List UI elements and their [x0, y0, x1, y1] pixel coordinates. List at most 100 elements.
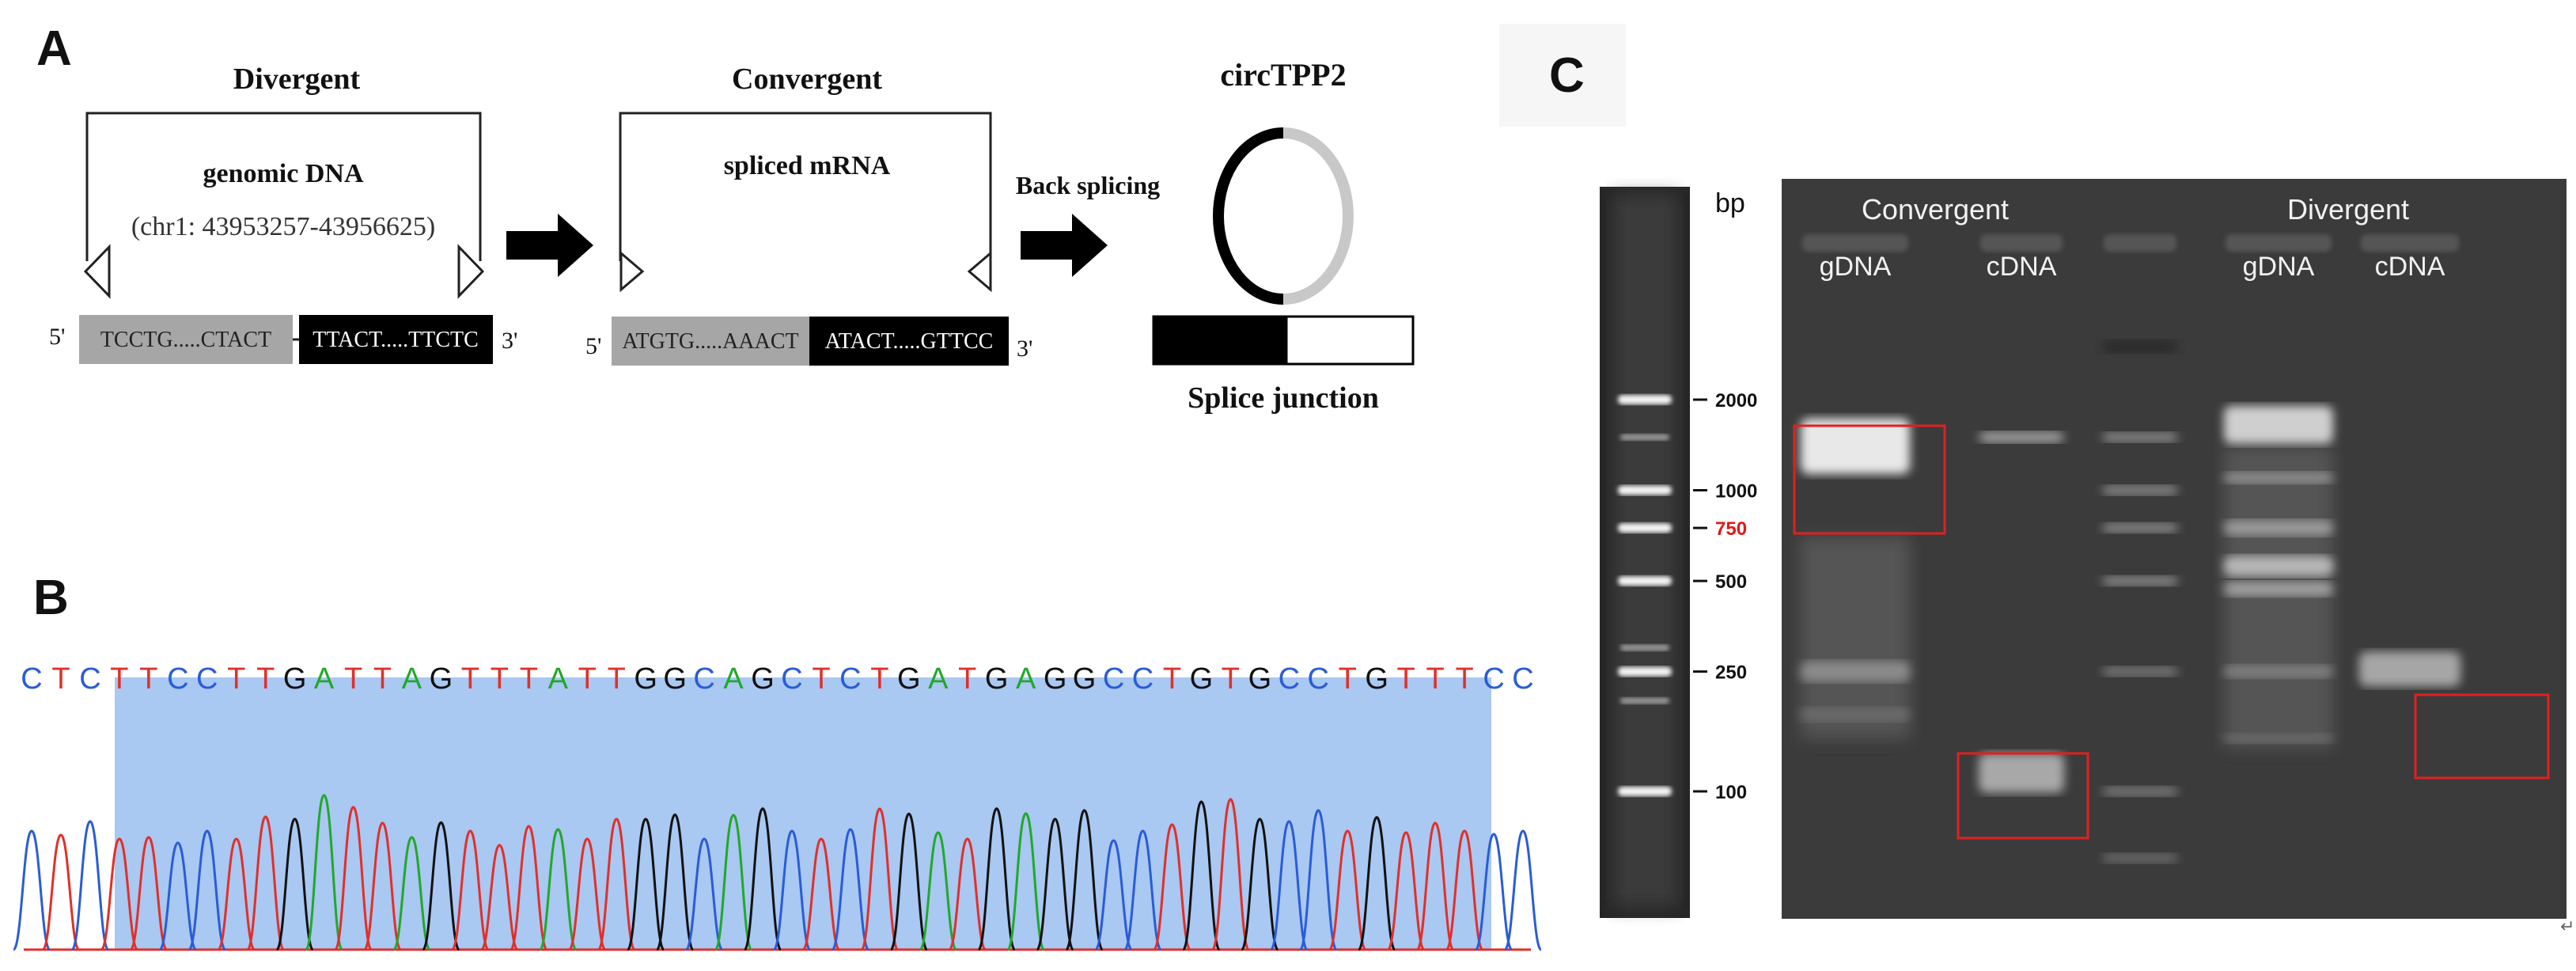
ladder-band	[1618, 576, 1672, 586]
chromatogram-peak	[684, 837, 724, 951]
gel-well	[1980, 234, 2063, 252]
chromatogram-peak	[1036, 817, 1075, 951]
base-call: C	[693, 662, 714, 696]
group-label: Convergent	[1862, 193, 2009, 226]
base-call: C	[1103, 662, 1124, 696]
base-call: G	[1073, 662, 1097, 696]
gel-band	[2224, 556, 2333, 577]
ladder-band	[1618, 523, 1672, 533]
chromatogram-peak	[743, 807, 782, 951]
chromatogram-peak	[948, 837, 987, 951]
gel-band	[2224, 520, 2333, 537]
base-call: T	[1455, 662, 1473, 696]
chromatogram-peak	[831, 828, 870, 951]
chromatogram-peak	[246, 815, 286, 951]
chromatogram-peak	[451, 829, 490, 951]
gel-band	[2102, 485, 2178, 495]
base-call: G	[751, 662, 775, 696]
convergent-cdna-highlight	[1957, 752, 2089, 840]
junction-white-block	[1285, 315, 1415, 366]
base-call: T	[1163, 662, 1181, 696]
chromatogram-peak	[334, 806, 373, 951]
base-call: C	[167, 662, 188, 696]
base-call: G	[430, 662, 453, 696]
chromatogram-peak	[626, 817, 665, 951]
ladder-label: 750	[1715, 518, 1747, 540]
base-call: T	[461, 662, 479, 696]
gel-well	[2361, 234, 2459, 252]
base-call: C	[21, 662, 42, 696]
chromatogram-peak	[1386, 831, 1426, 951]
convergent-primer-right-icon	[967, 250, 992, 293]
base-call: T	[578, 662, 597, 696]
mrna-right-exon	[809, 317, 1009, 366]
panel-a: A Divergent genomic DNA (chr1: 43953257-…	[36, 21, 1415, 415]
base-call: T	[870, 662, 888, 696]
arrow-right-icon	[1021, 214, 1108, 277]
base-call: A	[548, 662, 569, 696]
chromatogram-peak	[567, 837, 607, 951]
ladder-bands	[1612, 195, 1677, 907]
chromatogram-peak	[919, 831, 958, 951]
base-call: T	[51, 662, 70, 696]
gel-band	[2102, 576, 2178, 586]
convergent-title: Convergent	[732, 63, 882, 96]
gel-well	[2104, 234, 2176, 252]
base-call: T	[344, 662, 362, 696]
gel-band	[1979, 753, 2064, 793]
chromatogram-peak	[70, 820, 110, 951]
chromatogram-peak	[1474, 833, 1513, 951]
genomic-left-exon	[79, 315, 293, 364]
genomic-coords-label: (chr1: 43953257-43956625)	[131, 212, 435, 241]
chromatogram-peak	[860, 807, 900, 951]
base-call: G	[663, 662, 687, 696]
base-call: C	[1512, 662, 1533, 696]
genomic-right-seq: TTACT.....TTCTC	[313, 328, 479, 352]
ladder-band	[1618, 395, 1672, 404]
base-call: A	[1016, 662, 1036, 696]
panel-b-letter: B	[33, 571, 69, 625]
gel-smear	[2224, 446, 2333, 748]
base-call: C	[1279, 662, 1300, 696]
base-call: A	[402, 662, 422, 696]
lane-label: gDNA	[1820, 252, 1892, 282]
base-call: T	[958, 662, 976, 696]
panel-c-letter: C	[1549, 48, 1585, 103]
chromatogram-peak	[1269, 820, 1309, 951]
mrna-left-seq: ATGTG.....AAACT	[622, 329, 798, 354]
genomic-5prime-label: 5'	[49, 324, 65, 350]
chromatogram-peak	[977, 807, 1017, 951]
base-call: C	[839, 662, 861, 696]
base-call: T	[491, 662, 509, 696]
base-call: G	[1190, 662, 1214, 696]
chromatogram-peak	[1006, 812, 1046, 951]
gel-band	[2102, 340, 2178, 354]
ladder-band	[1620, 644, 1669, 651]
mrna-right-seq: ATACT.....GTTCC	[825, 329, 994, 354]
gel-band	[2224, 665, 2333, 678]
circle-black-arc	[1213, 127, 1284, 305]
gel-band	[2102, 787, 2178, 796]
panel-a-letter: A	[36, 21, 72, 76]
base-call: T	[227, 662, 245, 696]
lane-label: cDNA	[1987, 252, 2057, 282]
chromatogram-peak	[1094, 839, 1133, 951]
convergent-gdna-highlight	[1793, 424, 1946, 535]
spliced-mrna-label: spliced mRNA	[724, 151, 891, 180]
gel-band	[2359, 651, 2460, 687]
ladder-band	[1620, 697, 1669, 704]
chromatogram-peak	[1415, 821, 1455, 951]
base-call: C	[1308, 662, 1329, 696]
base-call: G	[985, 662, 1009, 696]
gel-band	[2224, 405, 2333, 444]
arrow-right-icon	[506, 214, 593, 277]
ladder-label: 100	[1715, 782, 1747, 803]
chromatogram-peak	[363, 821, 402, 951]
base-call: G	[283, 662, 307, 696]
base-call: C	[196, 662, 218, 696]
ladder-band	[1618, 485, 1672, 495]
base-call: T	[110, 662, 128, 696]
genomic-right-exon	[299, 315, 493, 364]
chromatogram-peak	[422, 821, 460, 951]
